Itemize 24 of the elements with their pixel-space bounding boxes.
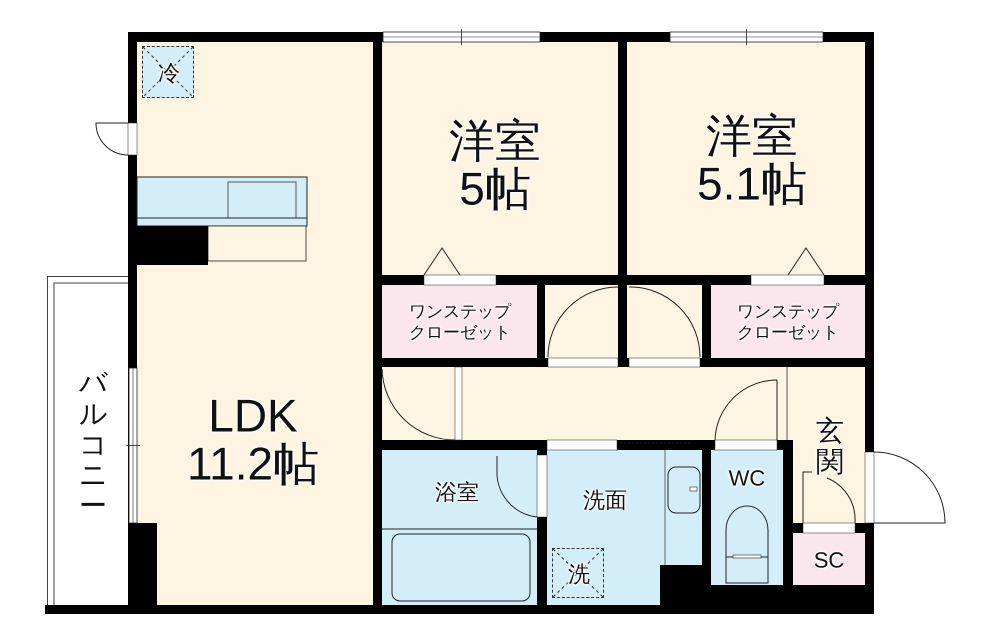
room-label: SC [814,548,844,572]
washer-space [552,548,604,598]
closet-floor [382,285,537,358]
room-label: WC [728,466,766,490]
room-label: バルコニー [79,368,107,522]
room-label: 浴室 [435,480,479,504]
room-label: 洋室 [449,116,541,165]
room-label: 洗面 [583,488,627,512]
room-label: 洋室 [706,112,798,160]
room-label: 5帖 [459,165,531,214]
fridge-space [142,46,194,98]
shoe-closet-floor [793,533,865,585]
room-label: 5.1帖 [697,160,807,208]
appliance-label: 冷 [158,61,180,85]
room-label: 玄関 [816,416,844,478]
entrance-floor [793,367,865,523]
appliance-label: 洗 [568,562,590,586]
closet-floor [711,285,865,358]
room-floor [627,42,865,275]
closet-label: ワンステップクローゼット [737,300,839,344]
room-label: 11.2帖 [186,440,320,488]
room-label: LDK [208,392,298,440]
closet-label: ワンステップクローゼット [409,300,511,344]
room-floor [382,42,618,275]
